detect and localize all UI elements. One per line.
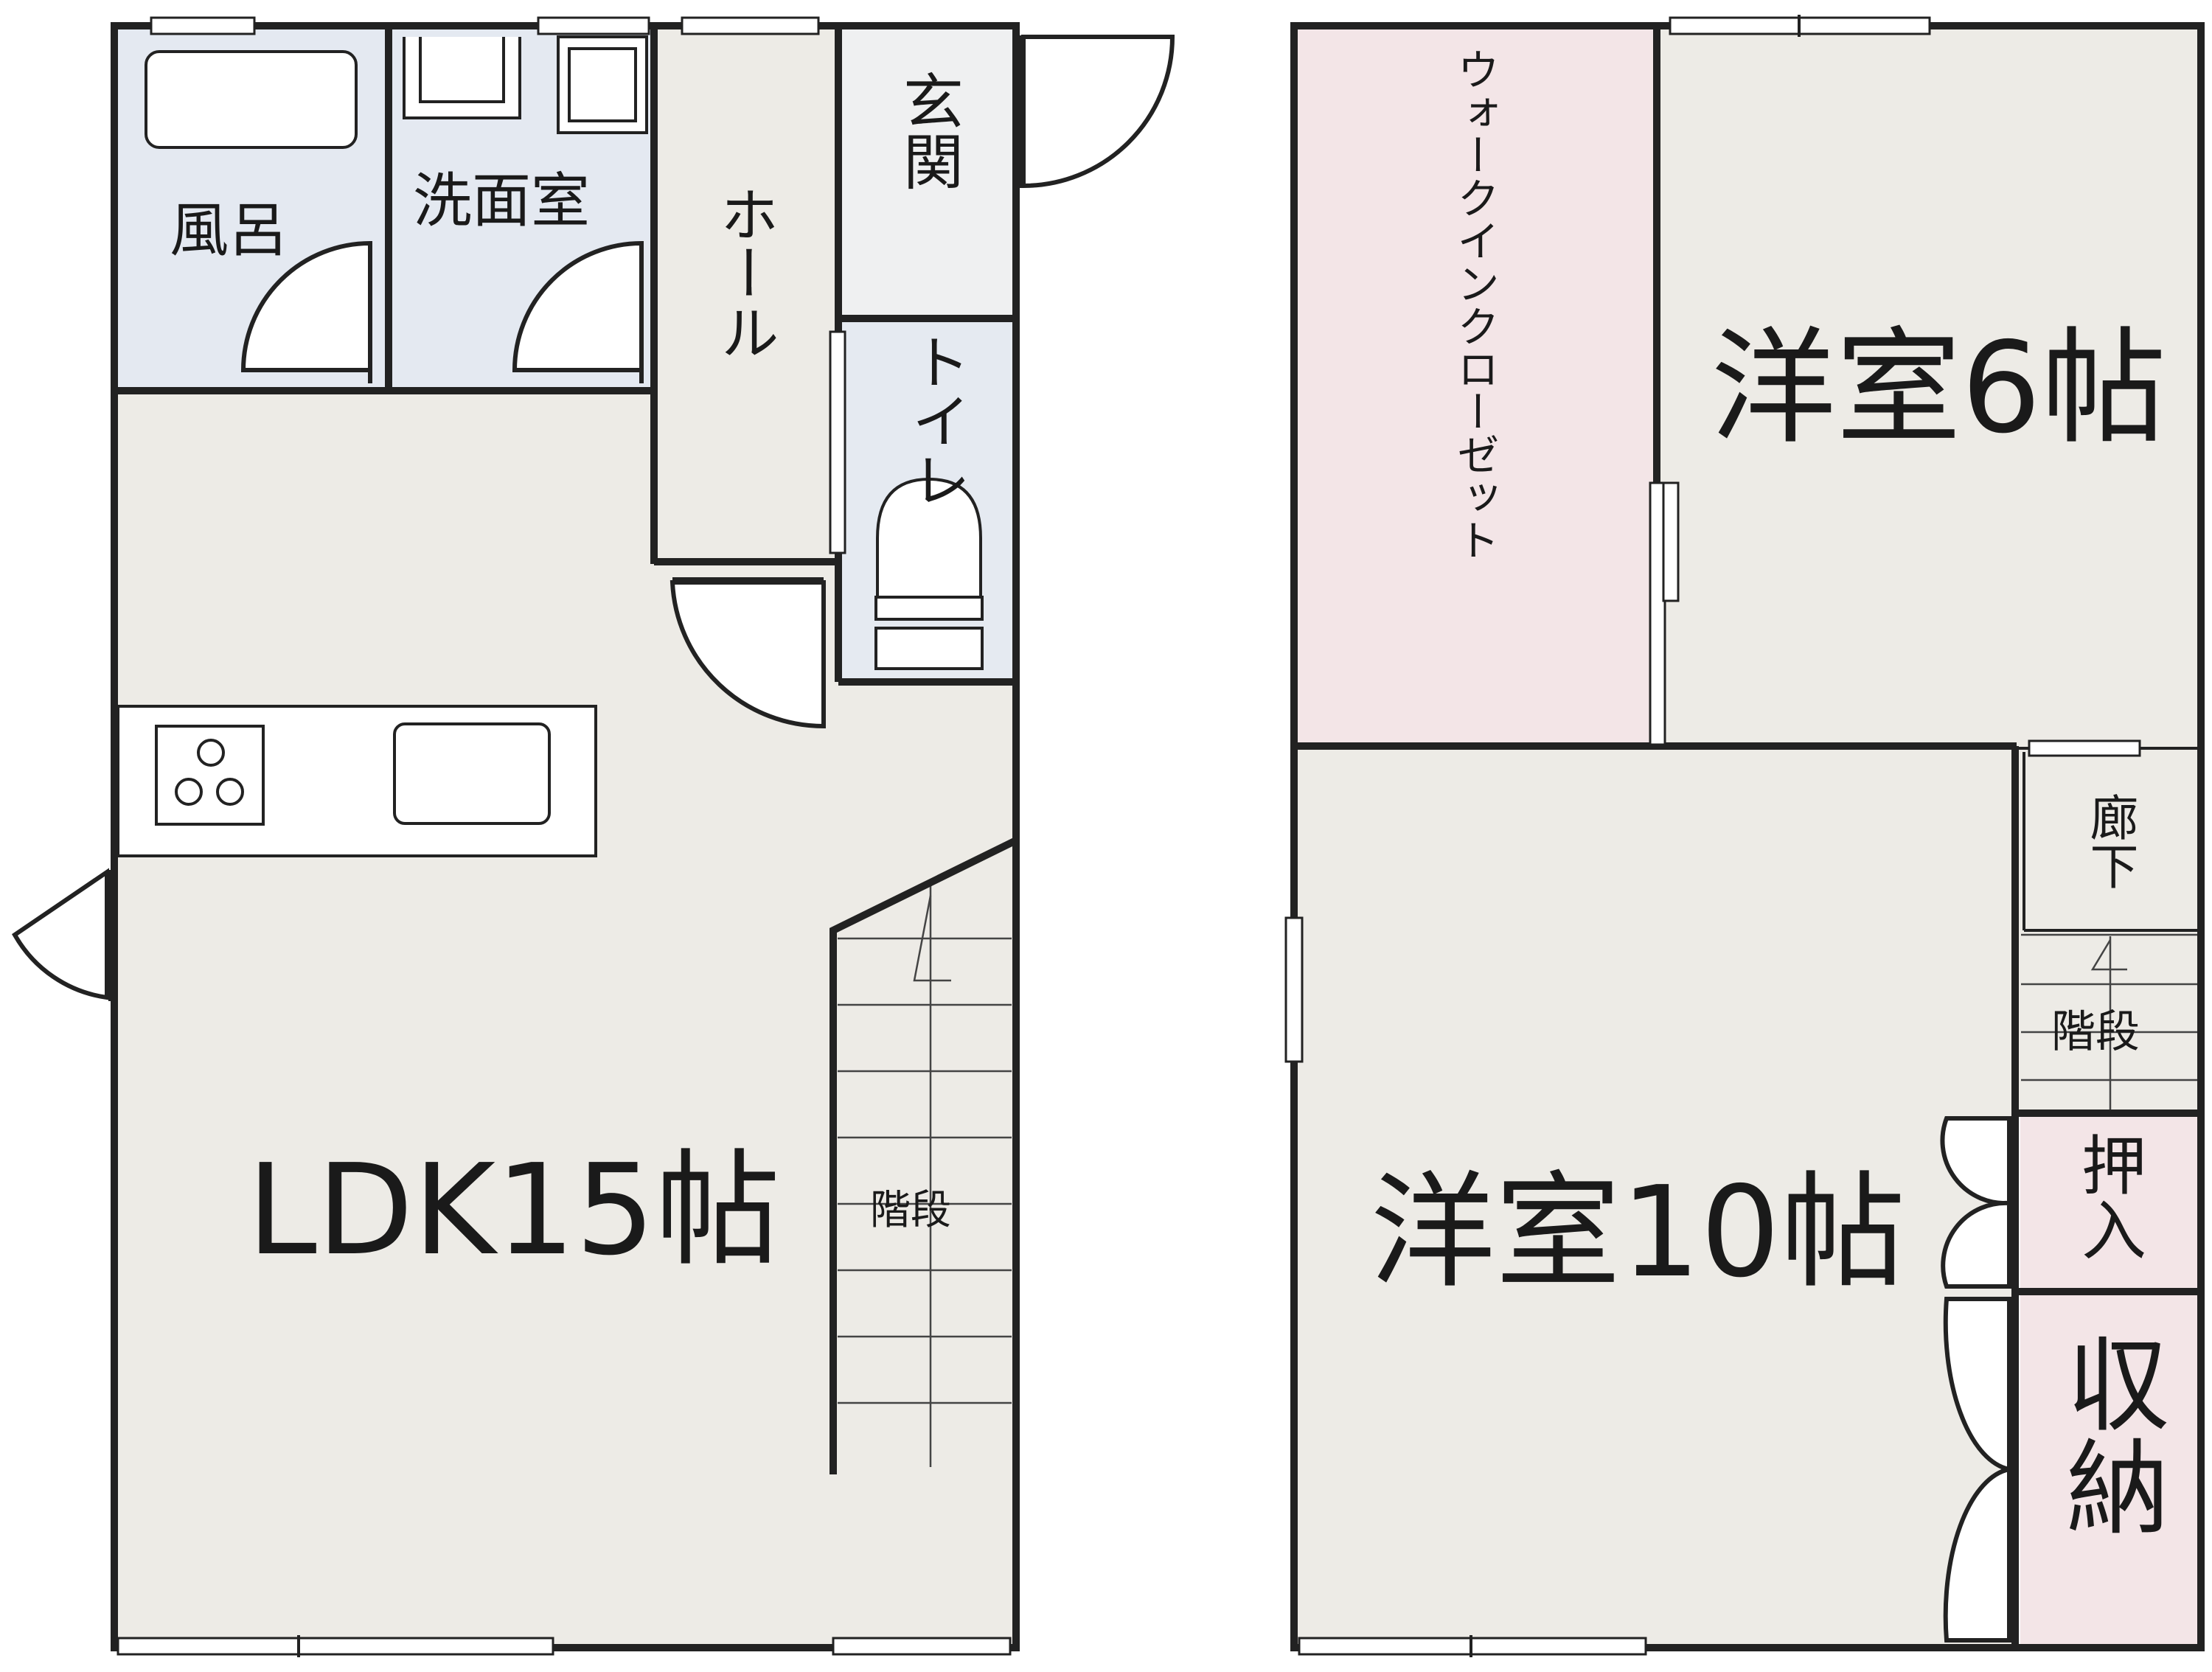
corridor-label: 廊下: [2082, 793, 2139, 890]
burner-icon: [175, 778, 203, 806]
toilet-tank: [874, 627, 984, 670]
bedroom-10-label: 洋室10帖: [1370, 1160, 1905, 1306]
cooktop: [155, 725, 265, 826]
stair-area-1f: [833, 863, 1016, 1474]
toilet-seat: [874, 596, 984, 621]
doors-1f: [12, 35, 1175, 1001]
walk-in-closet-label: ウォークインクローゼット: [1450, 48, 1500, 561]
entrance-label: 玄関: [893, 70, 963, 191]
sink: [393, 722, 551, 825]
washbasin: [403, 37, 521, 119]
floor-2: ウォークインクローゼット 洋室6帖 洋室10帖 廊下 階段 押入 収納: [1284, 15, 2205, 1657]
storage-label: 収納: [2049, 1331, 2169, 1537]
hall-label: ホール: [711, 184, 779, 361]
washing-machine-inner: [568, 47, 637, 122]
stairs-1f-label: 階段: [870, 1186, 951, 1233]
floor-1: LDK15帖 風呂 洗面室 ホール 玄関 トイレ 階段: [12, 16, 1175, 1657]
oshiire-floor: [2020, 1117, 2201, 1290]
windows-1f: [116, 16, 1012, 1657]
hall-floor: [654, 29, 838, 562]
washroom-label: 洗面室: [413, 167, 590, 235]
stairs-1f: [838, 885, 1012, 1467]
windows-2f: [1284, 15, 2141, 1657]
toilet-label: トイレ: [902, 332, 971, 509]
bath-label: 風呂: [170, 196, 288, 265]
bedroom-6-floor: [1660, 26, 2201, 763]
toilet-bowl-icon: [876, 477, 982, 606]
burner-icon: [216, 778, 244, 806]
bedroom-10-floor: [1294, 748, 2017, 1648]
stair-direction-arrow: [2090, 939, 2127, 971]
ldk-label: LDK15帖: [247, 1138, 780, 1283]
stairs-2f: [2021, 933, 2197, 1110]
burner-icon: [197, 739, 225, 767]
oshiire-label: 押入: [2071, 1132, 2147, 1261]
stair-direction-arrow: [913, 895, 951, 982]
doors-2f: [1649, 481, 2011, 1643]
bedroom-6-label: 洋室6帖: [1711, 316, 2166, 461]
entrance-floor: [838, 29, 1016, 317]
bathtub: [145, 50, 358, 149]
storage-floor: [2020, 1294, 2201, 1648]
stairs-2f-label: 階段: [2051, 1006, 2140, 1058]
walk-in-closet-floor: [1294, 26, 1657, 763]
